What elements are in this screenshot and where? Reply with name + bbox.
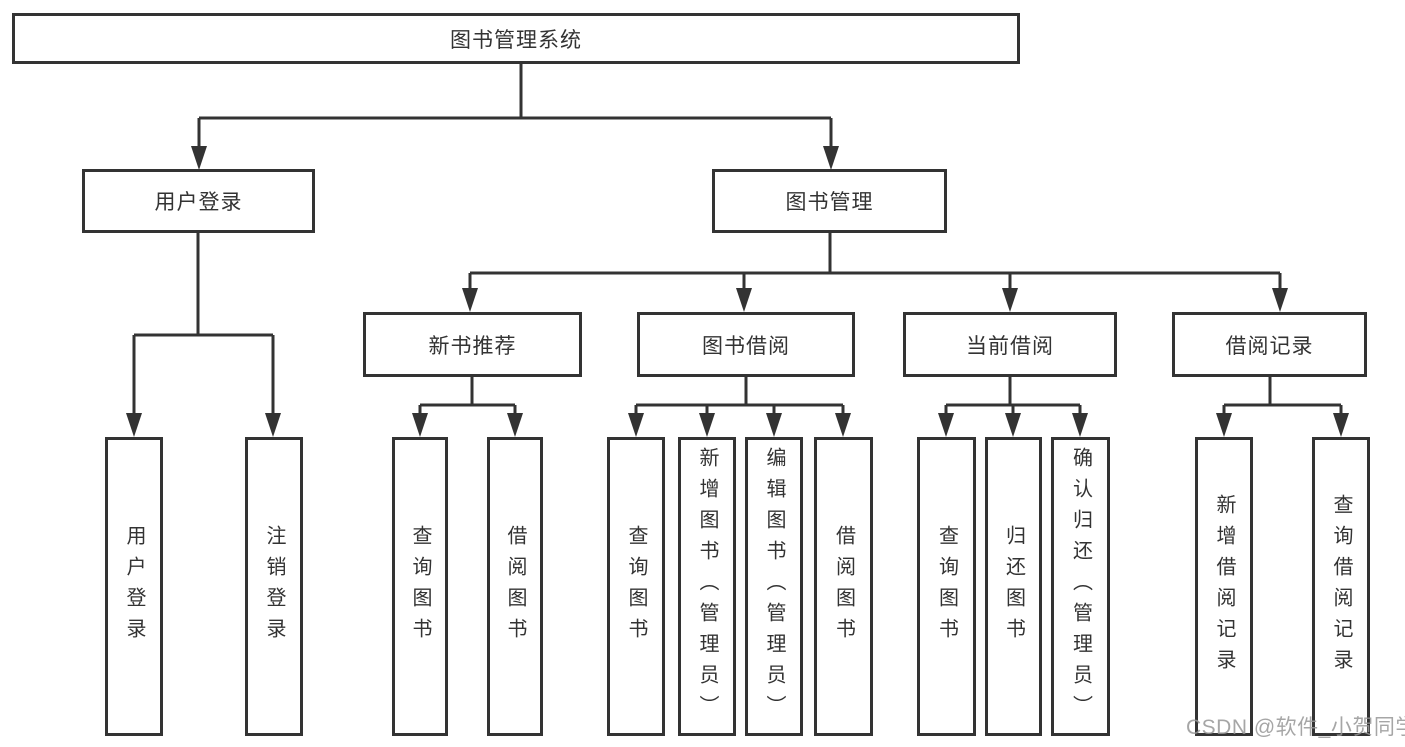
csdn-watermark: CSDN @软件_小贺同学 bbox=[1186, 716, 1405, 739]
leaf-add-borrow-record-label: 新增借阅记录 bbox=[1213, 493, 1235, 680]
leaf-add-books-admin-label: 新增图书（管理员） bbox=[696, 447, 718, 726]
leaf-query-borrow-record: 查询借阅记录 bbox=[1312, 437, 1370, 736]
leaf-borrow-books-1-label: 借阅图书 bbox=[504, 524, 526, 649]
node-root-label: 图书管理系统 bbox=[450, 28, 582, 52]
leaf-add-borrow-record: 新增借阅记录 bbox=[1195, 437, 1253, 736]
leaf-borrow-books-1: 借阅图书 bbox=[487, 437, 543, 736]
leaf-query-books-2-label: 查询图书 bbox=[625, 524, 647, 649]
node-borrow-records-label: 借阅记录 bbox=[1225, 334, 1314, 358]
leaf-query-books-3: 查询图书 bbox=[917, 437, 976, 736]
arrowheads bbox=[126, 146, 1349, 437]
leaf-confirm-return-admin: 确认归还（管理员） bbox=[1051, 437, 1110, 736]
node-user-login-label: 用户登录 bbox=[154, 191, 243, 214]
leaf-edit-books-admin: 编辑图书（管理员） bbox=[745, 437, 803, 736]
leaf-logout: 注销登录 bbox=[245, 437, 303, 736]
connector-strokes bbox=[132, 64, 1343, 414]
leaf-user-login-label: 用户登录 bbox=[123, 524, 145, 649]
leaf-user-login: 用户登录 bbox=[105, 437, 163, 736]
node-book-management: 图书管理 bbox=[712, 169, 947, 233]
node-borrow-records: 借阅记录 bbox=[1172, 312, 1367, 377]
node-new-book-recommend: 新书推荐 bbox=[363, 312, 582, 377]
leaf-return-books: 归还图书 bbox=[985, 437, 1042, 736]
node-book-borrowing-label: 图书借阅 bbox=[702, 334, 790, 358]
node-user-login: 用户登录 bbox=[82, 169, 315, 233]
node-book-management-label: 图书管理 bbox=[785, 191, 874, 214]
node-current-borrowing: 当前借阅 bbox=[903, 312, 1117, 377]
leaf-borrow-books-2: 借阅图书 bbox=[814, 437, 873, 736]
node-current-borrowing-label: 当前借阅 bbox=[966, 334, 1054, 358]
leaf-borrow-books-2-label: 借阅图书 bbox=[832, 524, 855, 649]
leaf-confirm-return-admin-label: 确认归还（管理员） bbox=[1069, 447, 1092, 726]
leaf-return-books-label: 归还图书 bbox=[1002, 524, 1025, 649]
leaf-query-books-1: 查询图书 bbox=[392, 437, 448, 736]
leaf-edit-books-admin-label: 编辑图书（管理员） bbox=[763, 447, 785, 726]
node-new-book-recommend-label: 新书推荐 bbox=[428, 334, 517, 358]
leaf-query-books-2: 查询图书 bbox=[607, 437, 665, 736]
leaf-query-books-1-label: 查询图书 bbox=[409, 524, 431, 649]
leaf-logout-label: 注销登录 bbox=[263, 524, 285, 649]
node-book-borrowing: 图书借阅 bbox=[637, 312, 855, 377]
leaf-query-books-3-label: 查询图书 bbox=[935, 524, 958, 649]
leaf-query-borrow-record-label: 查询借阅记录 bbox=[1330, 493, 1352, 680]
node-root-library-system: 图书管理系统 bbox=[12, 13, 1020, 64]
leaf-add-books-admin: 新增图书（管理员） bbox=[678, 437, 736, 736]
